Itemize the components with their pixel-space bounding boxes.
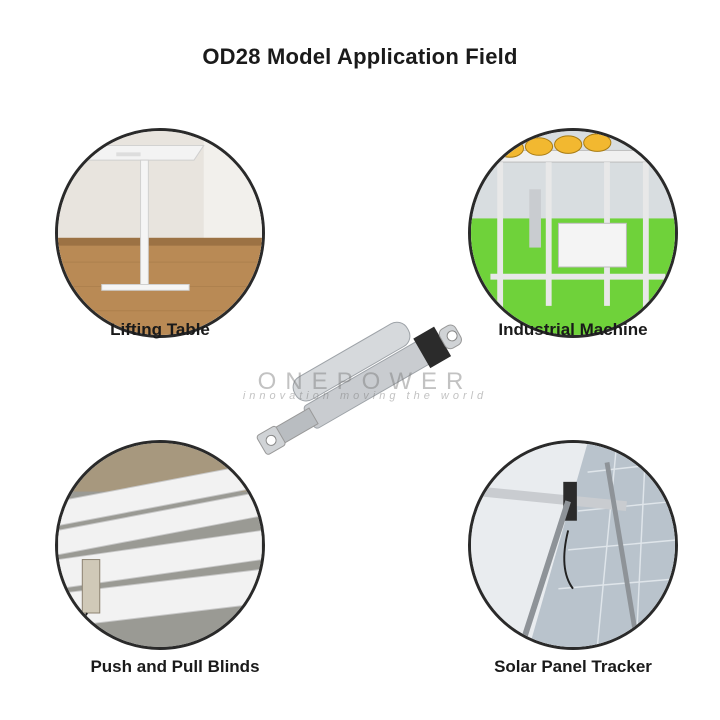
solar-panel-tracker-image <box>468 440 678 650</box>
push-pull-blinds-label: Push and Pull Blinds <box>90 657 260 676</box>
brand-watermark: ONEPOWER innovation moving the world <box>205 368 525 402</box>
watermark-brand: ONEPOWER <box>257 368 473 395</box>
watermark-tagline: innovation moving the world <box>242 390 488 402</box>
lifting-table-label: Lifting Table <box>110 320 210 339</box>
linear-actuator-image <box>205 305 525 465</box>
push-pull-blinds-image <box>55 440 265 650</box>
industrial-machine-label: Industrial Machine <box>498 320 648 339</box>
page-title: OD28 Model Application Field <box>202 44 518 69</box>
solar-panel-tracker-label: Solar Panel Tracker <box>494 657 652 676</box>
